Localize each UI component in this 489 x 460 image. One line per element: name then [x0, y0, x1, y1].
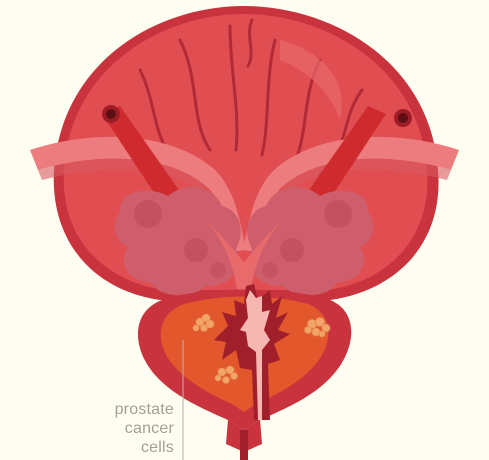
label-line-3: cells	[54, 438, 174, 457]
prostate-cancer-cells-label: prostate cancer cells	[54, 400, 174, 457]
label-line-2: cancer	[54, 419, 174, 438]
label-line-1: prostate	[54, 400, 174, 419]
